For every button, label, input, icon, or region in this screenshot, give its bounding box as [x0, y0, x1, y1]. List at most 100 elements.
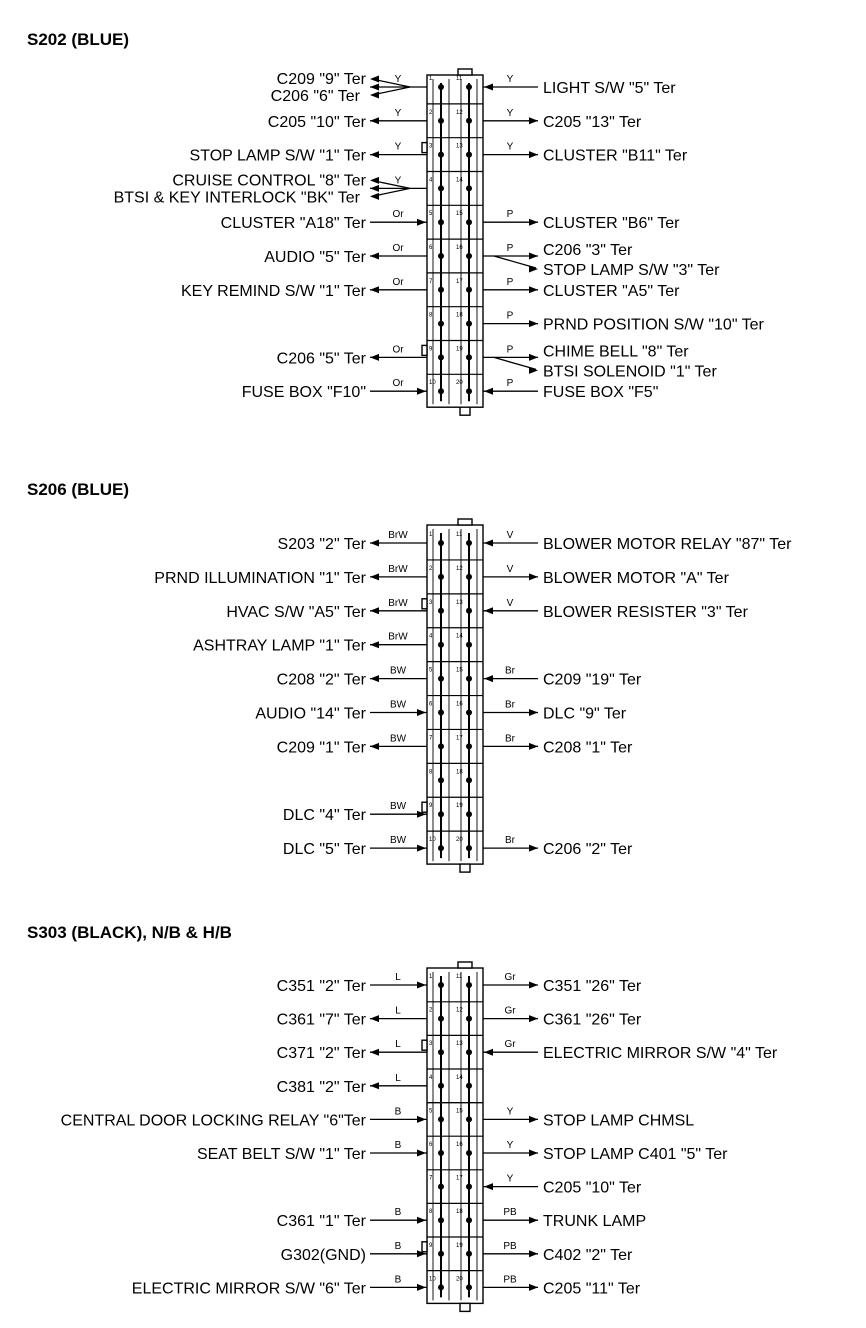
terminal-label: SEAT BELT S/W "1" Ter [197, 1146, 367, 1163]
terminal-label: DLC "9" Ter [543, 706, 627, 723]
arrow-out [529, 573, 538, 581]
arrow-out [370, 1015, 379, 1023]
wire-color-code: P [507, 243, 514, 254]
arrow-out [529, 265, 538, 273]
svg-text:15: 15 [456, 211, 463, 217]
connector-latch [421, 801, 428, 813]
svg-text:20: 20 [456, 380, 463, 386]
wire-color-code: V [507, 530, 514, 541]
pin [438, 777, 444, 784]
svg-text:3: 3 [429, 600, 433, 606]
arrow-out [529, 252, 538, 260]
svg-text:1: 1 [429, 76, 433, 82]
wire-color-code: B [395, 1106, 402, 1117]
wire-color-code: Y [395, 108, 402, 119]
svg-text:7: 7 [429, 735, 433, 741]
svg-text:13: 13 [456, 144, 463, 150]
pin [466, 1049, 472, 1056]
wire-color-code: Y [507, 1106, 514, 1117]
wire-color-code: BrW [388, 598, 408, 609]
arrow-in [417, 218, 426, 226]
wire-color-code: BW [390, 801, 407, 812]
wire-left: L C381 "2" Ter [277, 1073, 427, 1096]
arrow-out [529, 981, 538, 989]
wire-color-code: PB [503, 1207, 517, 1218]
terminal-label: C381 "2" Ter [277, 1079, 367, 1096]
arrow-in [417, 981, 426, 989]
connector-body [426, 524, 484, 865]
arrow-in [417, 387, 426, 395]
svg-text:15: 15 [456, 668, 463, 674]
svg-text:14: 14 [456, 177, 463, 183]
arrow-in [417, 1115, 426, 1123]
terminal-label: C205 "10" Ter [543, 1180, 642, 1197]
svg-text:3: 3 [429, 144, 433, 150]
svg-text:1: 1 [429, 532, 433, 538]
pin [466, 1015, 472, 1022]
pin [466, 607, 472, 614]
terminal-label: C402 "2" Ter [543, 1247, 633, 1264]
pin [466, 286, 472, 293]
pin [438, 1015, 444, 1022]
terminal-label: C208 "1" Ter [543, 739, 633, 756]
wire-color-code: Y [507, 74, 514, 85]
arrow-out [529, 1250, 538, 1258]
svg-text:10: 10 [429, 380, 436, 386]
terminal-label: CLUSTER "B11" Ter [543, 148, 688, 165]
pin [466, 743, 472, 750]
svg-text:6: 6 [429, 245, 433, 251]
pin [438, 185, 444, 192]
svg-text:11: 11 [456, 974, 463, 980]
arrow-out [529, 742, 538, 750]
svg-text:8: 8 [429, 1209, 433, 1215]
svg-text:10: 10 [429, 1276, 436, 1282]
arrow-in [484, 539, 493, 547]
svg-text:20: 20 [456, 837, 463, 843]
svg-text:11: 11 [456, 532, 463, 538]
wire-color-code: Br [505, 835, 516, 846]
pin [438, 253, 444, 259]
svg-text:17: 17 [456, 735, 463, 741]
svg-text:1: 1 [429, 974, 433, 980]
arrow-out [370, 607, 379, 615]
terminal-label: C205 "10" Ter [268, 114, 367, 131]
wire-color-code: Or [392, 277, 404, 288]
pin [438, 1082, 444, 1089]
pin [438, 1217, 444, 1224]
terminal-label: STOP LAMP S/W "3" Ter [543, 262, 720, 279]
terminal-label: CENTRAL DOOR LOCKING RELAY "6"Ter [61, 1112, 367, 1129]
arrow-out [529, 151, 538, 159]
wire-color-code: Y [395, 74, 402, 85]
terminal-label: C361 "7" Ter [277, 1012, 367, 1029]
svg-text:18: 18 [456, 313, 463, 319]
svg-text:9: 9 [429, 346, 433, 352]
terminal-label: C205 "11" Ter [543, 1280, 641, 1297]
terminal-label: FUSE BOX "F5" [543, 384, 658, 401]
wire-color-code: Or [392, 243, 404, 254]
terminal-label: C361 "26" Ter [543, 1012, 642, 1029]
svg-text:18: 18 [456, 1209, 463, 1215]
wire-color-code: V [507, 564, 514, 575]
wire-left: B CENTRAL DOOR LOCKING RELAY "6"Ter [61, 1106, 427, 1129]
wire-color-code: L [395, 1073, 401, 1084]
arrow-out [370, 176, 379, 184]
terminal-label: DLC "5" Ter [283, 841, 367, 858]
